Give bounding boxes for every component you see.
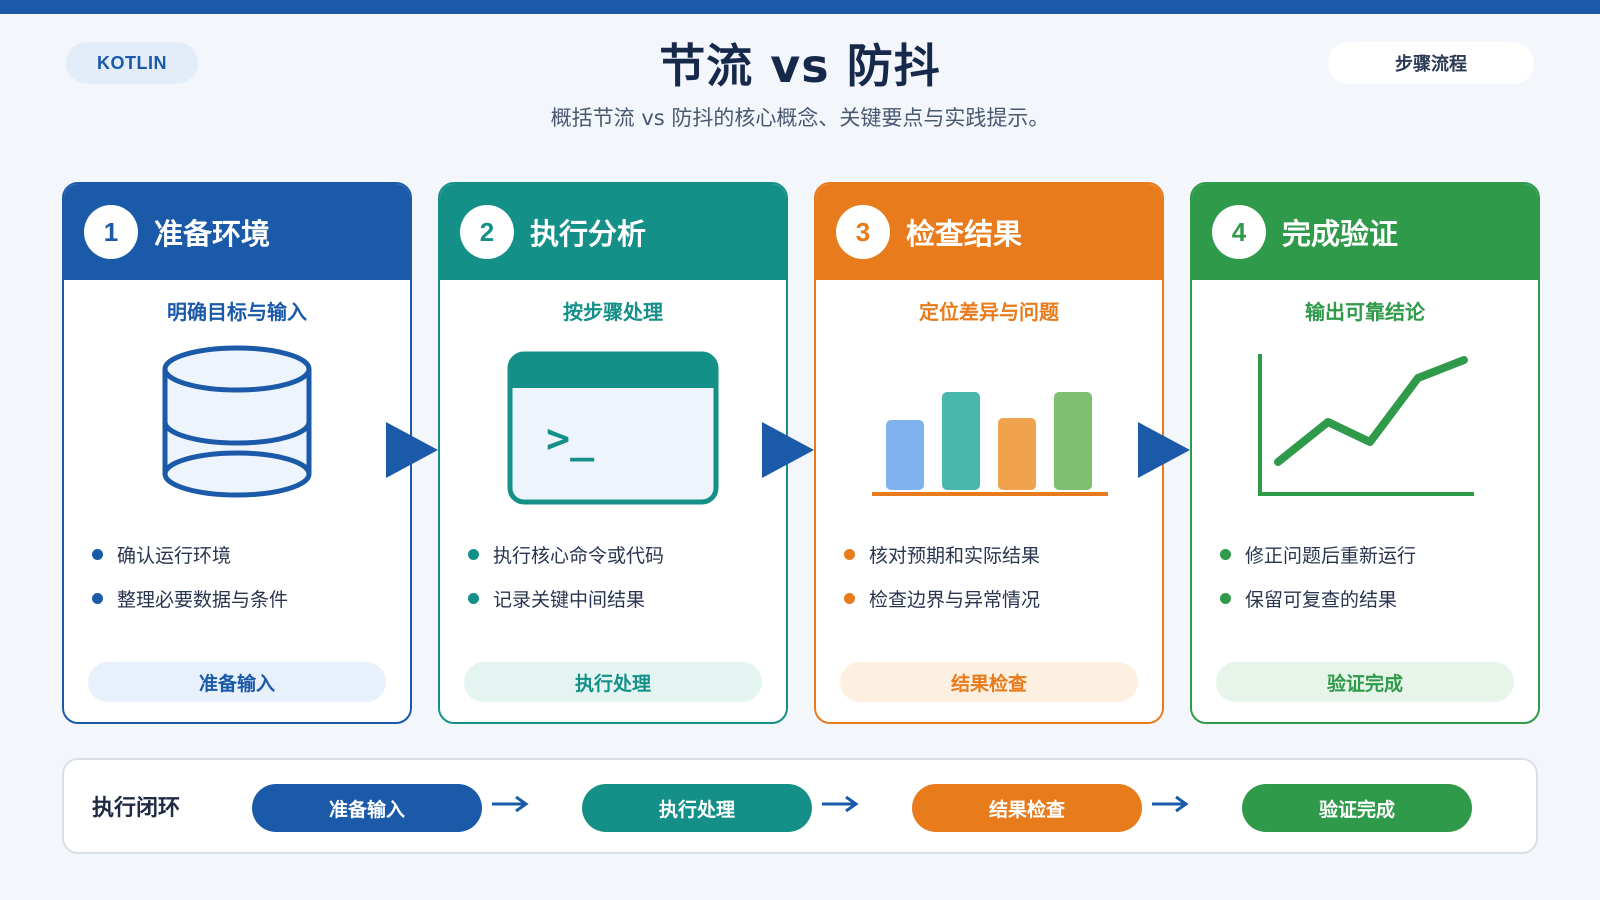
right-arrow-icon xyxy=(492,795,529,813)
step-bullet-list: 修正问题后重新运行 保留可复查的结果 xyxy=(1220,532,1416,620)
step-button-execute-process[interactable]: 执行处理 xyxy=(464,662,762,702)
step-card-verify: 4 完成验证 输出可靠结论 修正问题后重新运行 保留可复查的结果 验证完成 xyxy=(1190,182,1540,724)
step-subtitle: 明确目标与输入 xyxy=(167,300,307,324)
step-card-header: 4 完成验证 xyxy=(1192,184,1538,280)
language-tag: KOTLIN xyxy=(66,42,198,84)
bullet-dot xyxy=(468,548,479,560)
bullet-dot xyxy=(92,548,103,560)
step-card-header: 3 检查结果 xyxy=(816,184,1162,280)
step-title: 检查结果 xyxy=(906,217,1023,251)
loop-step-prepare-input[interactable]: 准备输入 xyxy=(252,784,482,832)
bar-chart-icon xyxy=(872,392,1108,496)
list-item: 记录关键中间结果 xyxy=(468,576,664,620)
list-item: 检查边界与异常情况 xyxy=(844,576,1040,620)
loop-step-execute-process[interactable]: 执行处理 xyxy=(582,784,812,832)
list-item: 确认运行环境 xyxy=(92,532,288,576)
page-title: 节流 vs 防抖 xyxy=(659,39,941,93)
loop-step-verify-complete[interactable]: 验证完成 xyxy=(1242,784,1472,832)
right-arrow-icon xyxy=(1152,795,1189,813)
bullet-dot xyxy=(1220,548,1231,560)
step-card-prepare: 1 准备环境 明确目标与输入 确认运行环境 整理必要数据与条件 准备输入 xyxy=(62,182,412,724)
chart-bar xyxy=(1054,392,1092,490)
bullet-dot xyxy=(468,592,479,604)
step-bullet-list: 核对预期和实际结果 检查边界与异常情况 xyxy=(844,532,1040,620)
step-title: 准备环境 xyxy=(154,217,271,251)
flow-arrow-icon xyxy=(386,422,438,478)
execution-loop-panel: 执行闭环 准备输入 执行处理 结果检查 验证完成 xyxy=(62,758,1538,854)
list-item: 修正问题后重新运行 xyxy=(1220,532,1416,576)
step-card-check: 3 检查结果 定位差异与问题 核对预期和实际结果 检查边界与异常情况 结果检查 xyxy=(814,182,1164,724)
step-bullet-list: 执行核心命令或代码 记录关键中间结果 xyxy=(468,532,664,620)
step-subtitle: 输出可靠结论 xyxy=(1305,300,1425,324)
step-card-header: 1 准备环境 xyxy=(64,184,410,280)
flow-arrow-icon xyxy=(762,422,814,478)
step-subtitle: 定位差异与问题 xyxy=(919,300,1059,324)
loop-step-result-check[interactable]: 结果检查 xyxy=(912,784,1142,832)
bullet-dot xyxy=(92,592,103,604)
chart-bar xyxy=(942,392,980,490)
step-title: 完成验证 xyxy=(1282,217,1399,251)
terminal-icon: >_ xyxy=(507,351,719,505)
step-bullet-list: 确认运行环境 整理必要数据与条件 xyxy=(92,532,288,620)
step-number: 3 xyxy=(836,205,890,259)
page-subtitle: 概括节流 vs 防抖的核心概念、关键要点与实践提示。 xyxy=(550,106,1050,130)
loop-label: 执行闭环 xyxy=(92,796,181,821)
list-item: 整理必要数据与条件 xyxy=(92,576,288,620)
step-button-result-check[interactable]: 结果检查 xyxy=(840,662,1138,702)
step-subtitle: 按步骤处理 xyxy=(563,300,663,324)
bullet-dot xyxy=(844,592,855,604)
step-number: 4 xyxy=(1212,205,1266,259)
list-item: 核对预期和实际结果 xyxy=(844,532,1040,576)
step-number: 2 xyxy=(460,205,514,259)
step-button-verify-complete[interactable]: 验证完成 xyxy=(1216,662,1514,702)
right-arrow-icon xyxy=(822,795,859,813)
bullet-dot xyxy=(844,548,855,560)
step-button-prepare-input[interactable]: 准备输入 xyxy=(88,662,386,702)
list-item: 保留可复查的结果 xyxy=(1220,576,1416,620)
step-card-execute: 2 执行分析 按步骤处理 >_ 执行核心命令或代码 记录关键中间结果 执行处理 xyxy=(438,182,788,724)
step-card-header: 2 执行分析 xyxy=(440,184,786,280)
line-chart-icon xyxy=(1258,354,1474,496)
mode-badge: 步骤流程 xyxy=(1328,42,1534,84)
chart-bar xyxy=(886,420,924,490)
chart-bar xyxy=(998,418,1036,490)
flow-arrow-icon xyxy=(1138,422,1190,478)
top-accent-bar xyxy=(0,0,1600,14)
svg-text:>_: >_ xyxy=(546,416,595,462)
step-title: 执行分析 xyxy=(530,217,647,251)
bullet-dot xyxy=(1220,592,1231,604)
list-item: 执行核心命令或代码 xyxy=(468,532,664,576)
step-number: 1 xyxy=(84,205,138,259)
database-icon xyxy=(162,345,312,498)
